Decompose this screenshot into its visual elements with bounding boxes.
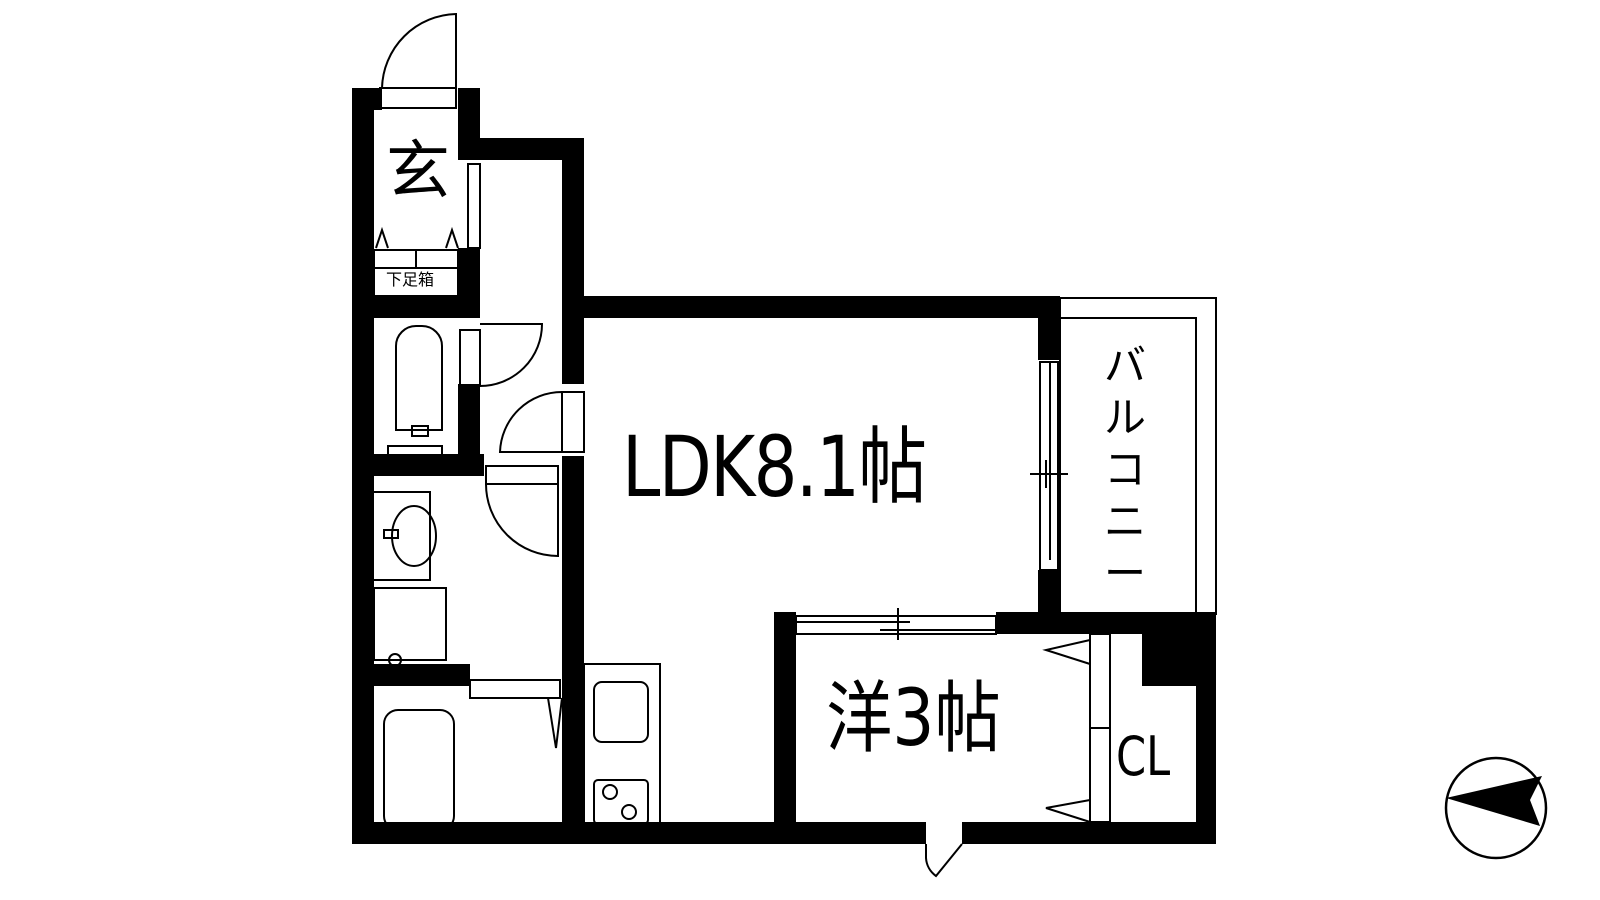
western-room-label: 洋3帖	[826, 674, 1001, 764]
compass-icon	[1444, 756, 1548, 860]
wall-openings	[926, 822, 962, 844]
walls	[352, 88, 1216, 844]
entrance-label: 玄	[386, 135, 450, 209]
closet-label: CL	[1116, 725, 1171, 788]
balcony-label: バルコニー	[1103, 341, 1146, 598]
shoe-box-label: 下足箱	[386, 270, 435, 289]
fixtures	[373, 12, 1217, 878]
ldk-label: LDK8.1帖	[622, 418, 927, 516]
